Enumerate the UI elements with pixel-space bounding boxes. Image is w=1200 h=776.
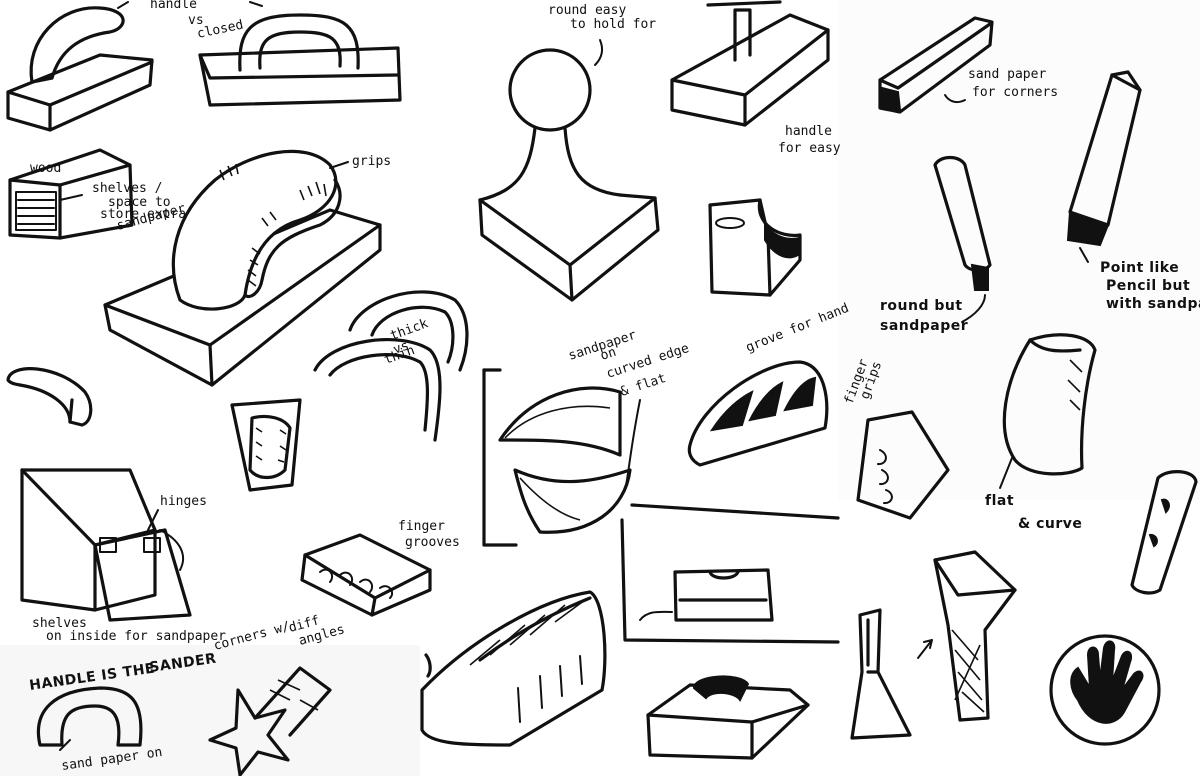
- sketch-hand-circle: [1049, 634, 1161, 746]
- sketch-storage-box: [8, 148, 134, 240]
- sketch-finger-block: [230, 398, 302, 492]
- note-handle-vs-closed-1: handle: [150, 0, 197, 12]
- note-wood: wood: [30, 161, 61, 176]
- note-hinges: hinges: [160, 494, 207, 509]
- arrow-sand-paper: [59, 739, 71, 751]
- sketch-curved-pieces: [482, 368, 632, 547]
- sketch-handle-base: [646, 675, 810, 760]
- sketch-thick-thin-handles: [313, 290, 469, 442]
- sketch-flat-curve-block: [1002, 333, 1097, 476]
- sketch-grooved-grip: [687, 360, 829, 467]
- note-grips: grips: [352, 154, 391, 169]
- panel-right: [838, 0, 1200, 500]
- sketch-finger-grip-card: [856, 410, 950, 520]
- sketch-triangle-stand: [850, 608, 912, 740]
- note-thicker-3: thin: [382, 343, 417, 368]
- sketch-pencil-sander: [1066, 70, 1142, 247]
- note-shelves-1: shelves /: [92, 181, 162, 196]
- note-shelves-inside-1: shelves: [32, 616, 87, 631]
- note-finger-grooves-1: finger: [398, 519, 445, 534]
- note-thicker-2: vs: [391, 338, 411, 357]
- note-point-like-2: Pencil but: [1106, 278, 1190, 294]
- note-grove-for-hand: grove for hand: [744, 301, 851, 356]
- sketch-hinged-box: [20, 468, 192, 622]
- panel-bottom-left: [0, 645, 420, 776]
- note-round-but-2: sandpaper: [880, 318, 968, 334]
- note-sandpaper-corners-2: for corners: [972, 85, 1058, 100]
- sketch-corner-sandpaper-bar: [878, 16, 994, 114]
- sketch-corner-tool: [708, 198, 802, 297]
- note-shelves-2: space to: [108, 195, 171, 210]
- note-point-like-3: with sandpa: [1106, 296, 1200, 312]
- sketch-round-knob-block: [478, 48, 660, 302]
- arrow-point-like: [1079, 247, 1089, 263]
- sketch-tapered-post: [917, 550, 1017, 722]
- note-finger-grooves-2: grooves: [405, 535, 460, 550]
- sketch-cylinder: [1130, 470, 1198, 595]
- sketch-star-sander: [208, 666, 332, 776]
- note-round-but-1: round but: [880, 298, 963, 314]
- arrow-grips: [329, 161, 349, 169]
- sketch-round-stick: [933, 155, 992, 291]
- sketch-frame-block: [620, 503, 840, 644]
- arrow-hinges: [147, 509, 159, 531]
- sketch-handled-block: [6, 1, 154, 132]
- note-handle-easy-2: for easy: [778, 141, 841, 156]
- note-flat-curve-1: flat: [985, 493, 1014, 509]
- note-round-easy-2: to hold for: [570, 17, 656, 32]
- arrow-sandpaper-corners: [944, 94, 966, 104]
- sketch-finger-groove-bar: [300, 533, 432, 617]
- sketch-curved-handle: [6, 367, 93, 427]
- note-handle-vs-closed-2: vs: [188, 13, 204, 28]
- note-curved-edge-2: on: [599, 345, 619, 364]
- arrow-flat-curve: [999, 457, 1013, 489]
- sketch-t-handle-block: [670, 0, 830, 127]
- note-thicker-1: thick: [388, 316, 430, 344]
- note-handle-easy-1: handle: [785, 124, 832, 139]
- note-shelves-3: store extra: [100, 207, 186, 222]
- arrow-curved-edge: [624, 399, 641, 491]
- note-round-easy-1: round easy: [548, 3, 626, 18]
- note-flat-curve-2: & curve: [1018, 516, 1082, 532]
- note-shelves-inside-2: on inside for sandpaper: [46, 629, 226, 644]
- note-sandpaper-corners-1: sand paper: [968, 67, 1046, 82]
- sketch-grip-block: [103, 149, 382, 387]
- sketch-handle-sander: [36, 686, 143, 747]
- sketch-hatched-loaf: [420, 590, 607, 747]
- sketch-closed-handle-block: [198, 1, 402, 107]
- note-point-like-1: Point like: [1100, 260, 1179, 276]
- arrow-round-easy: [594, 39, 604, 66]
- arrow-round-but: [961, 294, 986, 323]
